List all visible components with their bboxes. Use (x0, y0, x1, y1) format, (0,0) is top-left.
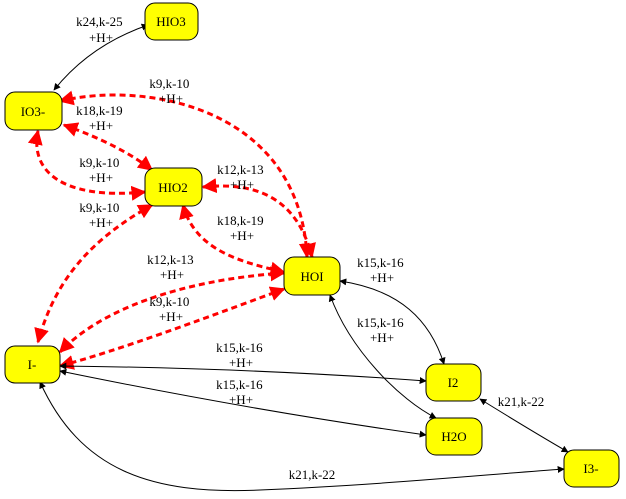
edge-im-i3 (39, 381, 565, 492)
edge-cofactor-label: +H+ (159, 309, 183, 324)
edge-label: k15,k-16 +H+ (357, 255, 407, 285)
edge-cofactor-label: +H+ (229, 355, 253, 370)
edge-hoi-h2o (328, 294, 437, 419)
edge-cofactor-label: +H+ (89, 118, 113, 133)
node-label: HIO2 (158, 180, 188, 195)
edge-label: k15,k-16 +H+ (216, 340, 266, 370)
edge-cofactor-label: +H+ (370, 270, 394, 285)
edge-label: k24,k-25 +H+ (76, 14, 126, 45)
edge-cofactor-label: +H+ (89, 30, 113, 45)
edge-label: k9,k-10 +H+ (149, 76, 192, 106)
node-i3-minus[interactable]: I3- (563, 449, 620, 488)
node-i-minus[interactable]: I- (4, 345, 61, 384)
edge-rate-label: k21,k-22 (289, 467, 336, 482)
edge-hio3-io3 (53, 23, 149, 91)
node-label: H2O (441, 429, 466, 444)
edge-cofactor-label: +H+ (370, 330, 394, 345)
node-label: I- (28, 357, 37, 372)
edge-rate-label: k15,k-16 (357, 255, 404, 270)
edge-rate-label: k9,k-10 (149, 76, 189, 91)
edge-rate-label: k12,k-13 (217, 162, 264, 177)
edge-label: k18,k-19 +H+ (76, 103, 126, 133)
edge-label: k9,k-10 +H+ (79, 155, 122, 185)
edge-rate-label: k9,k-10 (79, 155, 119, 170)
node-io3[interactable]: IO3- (4, 91, 63, 131)
edge-label: k9,k-10 +H+ (79, 200, 122, 230)
edge-io3-hio2-outer (27, 129, 147, 201)
node-label: IO3- (21, 104, 46, 119)
edge-rate-label: k18,k-19 (76, 103, 123, 118)
node-hio2[interactable]: HIO2 (144, 167, 203, 207)
edge-label: k15,k-16 +H+ (357, 315, 407, 345)
edge-cofactor-label: +H+ (230, 177, 254, 192)
edge-rate-label: k18,k-19 (217, 213, 264, 228)
edge-rate-label: k15,k-16 (216, 377, 263, 392)
edge-label: k12,k-13 +H+ (147, 252, 197, 282)
edge-label: k18,k-19 +H+ (217, 213, 267, 243)
node-label: HOI (300, 269, 323, 284)
edge-hio2-im (34, 203, 154, 344)
edge-rate-label: k9,k-10 (79, 200, 119, 215)
edge-cofactor-label: +H+ (160, 267, 184, 282)
node-h2o[interactable]: H2O (425, 417, 483, 456)
edge-cofactor-label: +H+ (89, 215, 113, 230)
edge-hoi-im-lower (58, 286, 286, 370)
node-label: HIO3 (156, 14, 186, 29)
edge-rate-label: k21,k-22 (498, 394, 545, 409)
edge-hio2-hoi (201, 178, 316, 259)
node-label: I2 (448, 375, 459, 390)
node-label: I3- (583, 461, 598, 476)
edge-rate-label: k15,k-16 (216, 340, 263, 355)
edge-label: k21,k-22 (498, 394, 545, 409)
edge-cofactor-label: +H+ (89, 170, 113, 185)
edge-rate-label: k12,k-13 (147, 252, 194, 267)
edge-cofactor-label: +H+ (229, 392, 253, 407)
edge-rate-label: k15,k-16 (357, 315, 404, 330)
edge-rate-label: k24,k-25 (76, 14, 123, 29)
edge-cofactor-label: +H+ (159, 91, 183, 106)
node-hio3[interactable]: HIO3 (144, 2, 199, 41)
node-i2[interactable]: I2 (425, 363, 482, 402)
edge-cofactor-label: +H+ (230, 228, 254, 243)
edge-rate-label: k9,k-10 (149, 294, 189, 309)
edge-label: k21,k-22 (289, 467, 336, 482)
node-hoi[interactable]: HOI (283, 256, 341, 296)
edge-label: k9,k-10 +H+ (149, 294, 192, 324)
edge-label: k12,k-13 +H+ (217, 162, 267, 192)
